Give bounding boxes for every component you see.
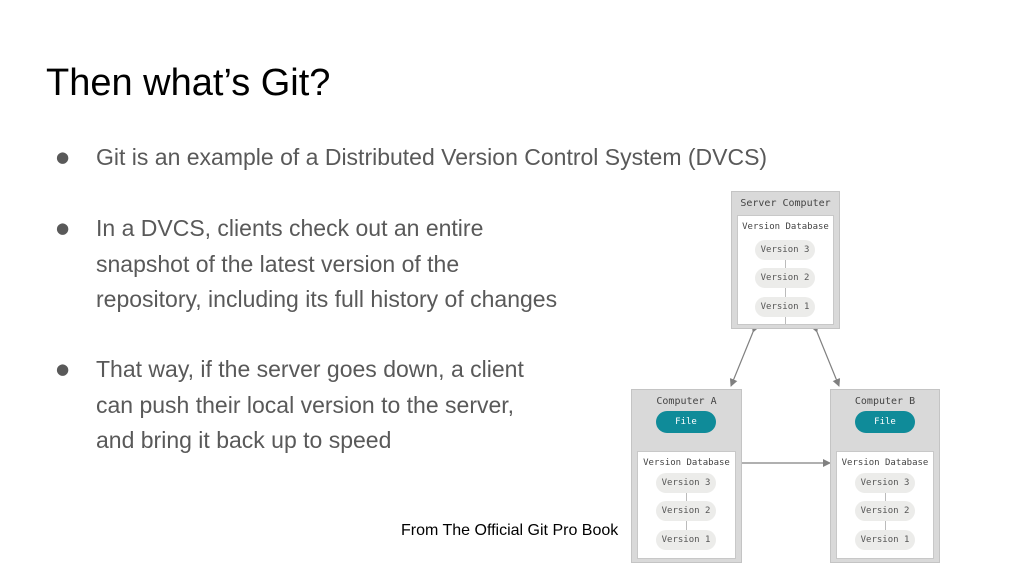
bullet-line: That way, if the server goes down, a cli… (96, 356, 524, 382)
server-computer-title: Server Computer (740, 198, 831, 209)
bullet-line: and bring it back up to speed (96, 427, 392, 453)
bullet-line: can push their local version to the serv… (96, 391, 515, 418)
computer-b-box: Computer B File Version Database Version… (830, 389, 940, 563)
server-computer-box: Server Computer Version Database Version… (731, 191, 840, 329)
computer-b-title: Computer B (854, 396, 916, 407)
db-title: Version Database (841, 458, 929, 468)
version-pill: Version 1 (855, 530, 915, 550)
computer-a-version-database: Version Database Version 3 Version 2 Ver… (637, 451, 736, 559)
version-pill: Version 2 (855, 501, 915, 521)
db-title: Version Database (742, 222, 829, 232)
bullet-marker: ● (56, 219, 70, 237)
version-pill: Version 2 (755, 268, 815, 288)
version-pill: Version 1 (755, 297, 815, 317)
source-caption: From The Official Git Pro Book (401, 522, 619, 539)
version-pill: Version 1 (656, 530, 716, 550)
arrow-server-a (729, 324, 760, 387)
bullet-line: In a DVCS, clients check out an entire (96, 215, 484, 241)
version-pill: Version 3 (755, 240, 815, 260)
file-pill: File (656, 411, 716, 433)
bullet-line: snapshot of the latest version of the (96, 250, 460, 277)
bullet-line: Git is an example of a Distributed Versi… (96, 144, 768, 170)
computer-b-version-database: Version Database Version 3 Version 2 Ver… (836, 451, 934, 559)
version-pill: Version 2 (656, 501, 716, 521)
bullet-marker: ● (56, 148, 70, 166)
slide-title: Then what’s Git? (46, 62, 331, 104)
computer-a-box: Computer A File Version Database Version… (631, 389, 742, 563)
computer-a-title: Computer A (656, 396, 717, 407)
bullet-marker: ● (56, 360, 70, 378)
bullet-line: repository, including its full history o… (96, 286, 558, 312)
version-connector (785, 260, 786, 324)
file-pill: File (855, 411, 915, 433)
arrow-server-b (810, 324, 841, 387)
version-pill: Version 3 (656, 473, 716, 493)
version-pill: Version 3 (855, 473, 915, 493)
db-title: Version Database (643, 458, 730, 468)
server-version-database: Version Database Version 3 Version 2 Ver… (737, 215, 834, 325)
